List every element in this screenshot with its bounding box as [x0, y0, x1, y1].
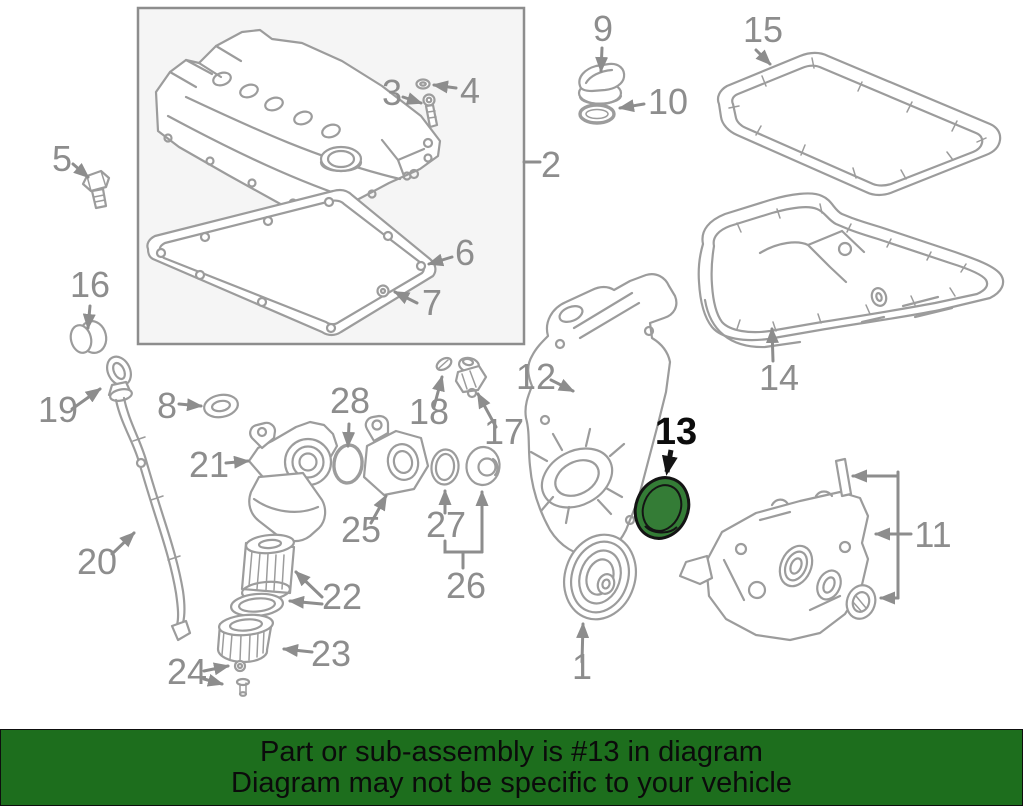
arrow-to-part-3	[401, 92, 423, 105]
part-labels: 1 2 3 4 5 6 7 8 9 10 11 12 13 14 15 16 1…	[38, 8, 952, 692]
banner-line-1: Part or sub-assembly is #13 in diagram	[260, 735, 763, 768]
arrow-to-part-12	[549, 378, 575, 393]
part-label-9: 9	[593, 8, 613, 49]
part-label-5: 5	[52, 138, 72, 179]
bracket-part-26	[443, 539, 484, 570]
part-label-17: 17	[484, 411, 524, 452]
arrow-to-part-16	[82, 304, 96, 330]
clip-4-drawing	[415, 78, 431, 90]
arrow-to-part-14	[765, 327, 779, 363]
arrow-to-part-21	[224, 455, 250, 469]
dipstick-tube-20-drawing	[114, 396, 192, 642]
filter-element-22-drawing	[229, 533, 296, 618]
part-label-13: 13	[655, 411, 697, 453]
part-label-25: 25	[341, 509, 381, 550]
arrow-to-part-8	[177, 398, 203, 412]
part-label-12: 12	[516, 356, 556, 397]
part-label-11: 11	[914, 514, 951, 555]
part-label-10: 10	[648, 81, 688, 122]
part-label-27: 27	[426, 504, 466, 545]
seal-8-drawing	[203, 393, 239, 419]
part-label-7: 7	[422, 282, 442, 323]
housing-25-drawing	[362, 414, 430, 497]
part-label-2: 2	[541, 144, 561, 185]
arrow-to-part-6	[427, 253, 454, 267]
part-label-26: 26	[446, 565, 486, 606]
notice-banner: Part or sub-assembly is #13 in diagram D…	[0, 729, 1023, 806]
arrow-to-part-5	[71, 162, 90, 179]
part-label-14: 14	[759, 357, 799, 398]
arrow-to-part-24-washer	[202, 662, 230, 676]
part-label-20: 20	[77, 541, 117, 582]
filter-housing-21-drawing	[247, 420, 339, 543]
part-label-19: 19	[38, 389, 78, 430]
arrow-to-part-4	[432, 80, 458, 94]
seal-11-drawing	[845, 584, 877, 620]
plug-26-drawing	[465, 445, 501, 487]
oil-pan-14-drawing	[697, 192, 1005, 349]
valve-cover-drawing	[154, 28, 442, 218]
arrow-to-part-22-element	[294, 570, 324, 599]
oil-pump-11-drawing	[678, 490, 870, 642]
arrow-to-part-23	[282, 644, 314, 657]
part-label-18: 18	[409, 391, 449, 432]
callout-arrows	[70, 46, 913, 687]
oring-27-drawing	[430, 448, 460, 486]
arrow-to-part-25	[369, 494, 388, 525]
crank-seal-13-highlight	[633, 476, 691, 540]
part-label-22: 22	[322, 576, 362, 617]
pulley-1-drawing	[563, 533, 637, 621]
banner-line-2: Diagram may not be specific to your vehi…	[231, 766, 792, 799]
part-label-21: 21	[189, 444, 229, 485]
arrow-to-part-19	[70, 387, 102, 411]
pan-gasket-15-drawing	[716, 51, 1002, 197]
arrow-to-part-17	[476, 392, 498, 429]
part-label-23: 23	[311, 633, 351, 674]
arrow-to-part-20	[110, 531, 136, 556]
valve-cover-gasket-drawing	[146, 188, 437, 337]
arrow-to-part-15	[754, 48, 772, 66]
arrow-to-part-18	[432, 375, 445, 409]
clip-18-drawing	[435, 356, 453, 372]
part-label-3: 3	[382, 72, 402, 113]
part-label-6: 6	[455, 232, 475, 273]
dipstick-19-drawing	[106, 355, 133, 402]
oring-28-drawing	[332, 443, 364, 485]
diagram-canvas: 1 2 3 4 5 6 7 8 9 10 11 12 13 14 15 16 1…	[38, 6, 1005, 697]
arrow-to-part-28	[342, 422, 356, 448]
arrow-to-part-7	[393, 290, 419, 305]
part-label-8: 8	[157, 385, 177, 426]
arrow-to-part-22-gasket	[288, 595, 324, 609]
part-label-24: 24	[167, 651, 207, 692]
arrow-to-part-13	[661, 449, 678, 476]
part-label-28: 28	[330, 380, 370, 421]
part-label-1: 1	[572, 646, 592, 687]
arrow-to-part-24-bolt	[202, 673, 224, 687]
arrow-to-part-1	[576, 622, 590, 664]
filter-cap-23-drawing	[216, 613, 275, 664]
part-label-4: 4	[460, 70, 480, 111]
seal-10-drawing	[578, 103, 616, 125]
part-label-16: 16	[70, 264, 110, 305]
arrow-to-part-10	[618, 99, 646, 113]
sensor-17-drawing	[454, 356, 488, 399]
pin-11-drawing	[834, 457, 853, 498]
fasteners-24-drawing	[233, 659, 251, 697]
part-label-15: 15	[743, 9, 783, 50]
arrow-to-part-9	[595, 46, 609, 73]
bolt-3-drawing	[422, 93, 439, 129]
